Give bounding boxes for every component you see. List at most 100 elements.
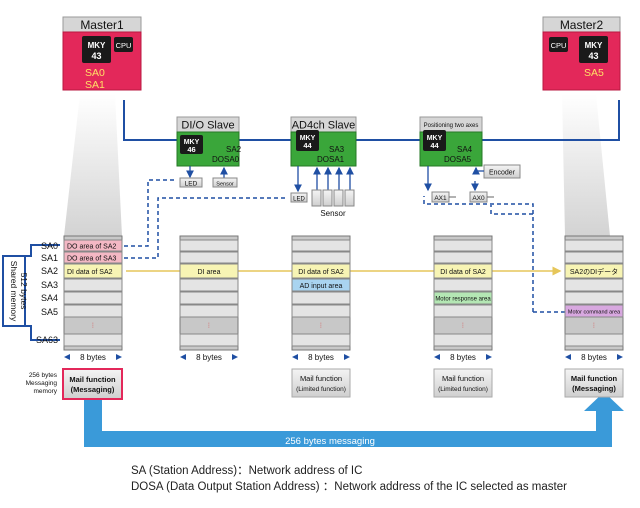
svg-text:Mail function: Mail function xyxy=(571,374,618,383)
bytes-labels: 8 bytes 8 bytes 8 bytes 8 bytes 8 bytes xyxy=(80,353,607,362)
ad-chip-number: 44 xyxy=(303,141,312,150)
sa-label: SA3 xyxy=(41,280,58,290)
ad-sa: SA3 xyxy=(329,145,345,154)
pos-dosa: DOSA5 xyxy=(444,155,472,164)
memory-row-label: Motor response area xyxy=(435,297,491,303)
dio-sa: SA2 xyxy=(226,145,242,154)
memory-row-label: DI data of SA2 xyxy=(440,269,486,276)
svg-text:Mail function: Mail function xyxy=(300,374,342,383)
messaging-memory-label: 256 bytes Messaging memory xyxy=(26,372,58,395)
ad-sensor: Sensor xyxy=(320,209,346,218)
svg-text:⋮: ⋮ xyxy=(318,322,324,329)
memory-row-label: DI data of SA2 xyxy=(67,269,113,276)
shared-memory-bracket: Shared memory 512 bytes xyxy=(2,244,60,341)
memory-row-label: SA2のDIデータ xyxy=(570,267,618,276)
dio-slave-title: DI/O Slave xyxy=(181,120,234,132)
master1-sa0: SA0 xyxy=(85,67,105,79)
ad-led: LED xyxy=(293,197,305,203)
master1-title: Master1 xyxy=(80,18,124,32)
dio-dosa: DOSA0 xyxy=(212,155,240,164)
svg-text:(Messaging): (Messaging) xyxy=(71,385,115,394)
master2-chip-name: MKY xyxy=(585,41,603,50)
ad-chip-name: MKY xyxy=(300,135,316,142)
master2-sa5: SA5 xyxy=(584,67,604,79)
bytes-label: 8 bytes xyxy=(308,353,334,362)
bytes-label: 8 bytes xyxy=(450,353,476,362)
svg-text:Mail function: Mail function xyxy=(69,375,116,384)
master2-node: Master2 CPU MKY 43 SA5 xyxy=(542,16,621,91)
master1-cpu: CPU xyxy=(116,41,132,50)
memory-row-label: DO area of SA2 xyxy=(67,244,117,251)
sa-label: SA4 xyxy=(41,293,58,303)
dio-chip-number: 46 xyxy=(187,145,195,154)
pos-slave-title: Positioning two axes xyxy=(424,123,479,129)
messaging-arrow-label: 256 bytes messaging xyxy=(285,436,375,447)
mail-box-master1: Mail function (Messaging) xyxy=(62,368,123,400)
sa-label: SA2 xyxy=(41,266,58,276)
memory-column-ad: DI data of SA2 AD input area ⋮ xyxy=(291,235,351,351)
master1-node: Master1 MKY 43 CPU SA0 SA1 xyxy=(62,16,142,91)
sa-label: SA63 xyxy=(36,335,58,345)
sa-address-labels: SA0 SA1 SA2 SA3 SA4 SA5 SA63 xyxy=(36,241,58,345)
svg-text:Mail function: Mail function xyxy=(442,374,484,383)
pos-sa: SA4 xyxy=(457,145,473,154)
master1-chip-number: 43 xyxy=(91,51,101,61)
svg-text:(Limited function): (Limited function) xyxy=(296,386,346,393)
master2-chip-number: 43 xyxy=(588,51,598,61)
memory-column-pos: DI data of SA2 Motor response area ⋮ xyxy=(433,235,493,351)
master2-projection xyxy=(562,94,610,236)
svg-text:(Messaging): (Messaging) xyxy=(572,384,616,393)
dio-chip-name: MKY xyxy=(184,139,200,146)
svg-text:memory: memory xyxy=(34,388,58,395)
bytes-arrows xyxy=(64,354,623,360)
master1-chip-name: MKY xyxy=(88,41,106,50)
memory-column-master2: SA2のDIデータ Motor command area ⋮ xyxy=(564,235,624,351)
svg-text:⋮: ⋮ xyxy=(591,322,597,329)
master2-cpu: CPU xyxy=(551,41,567,50)
pos-chip-number: 44 xyxy=(430,141,439,150)
ad-dosa: DOSA1 xyxy=(317,155,345,164)
pos-ax1: AX1 xyxy=(434,195,447,202)
memory-column-dio: DI area ⋮ xyxy=(179,235,239,351)
pos-ax0: AX0 xyxy=(472,195,485,202)
dio-sensor: Sensor xyxy=(216,182,234,188)
do-dashed-lines xyxy=(124,179,565,313)
pos-encoder: Encoder xyxy=(489,170,516,177)
legend-sa: SA (Station Address)：Network address of … xyxy=(131,465,363,477)
pos-chip-name: MKY xyxy=(427,135,443,142)
legend-dosa: DOSA (Data Output Station Address) ：Netw… xyxy=(131,481,567,493)
bytes-label: 8 bytes xyxy=(196,353,222,362)
ad-slave-node: AD4ch Slave MKY 44 SA3 DOSA1 LED Sensor xyxy=(290,116,357,218)
mail-box-dio: Mail function (Limited function) xyxy=(291,368,351,398)
memory-row-label: DO area of SA3 xyxy=(67,256,117,263)
memory-row-label: DI area xyxy=(198,269,221,276)
shared-memory-label: Shared memory xyxy=(9,261,19,322)
svg-text:Messaging: Messaging xyxy=(26,380,58,387)
master1-projection xyxy=(64,94,122,236)
messaging-arrow: 256 bytes messaging xyxy=(84,392,624,447)
mail-box-master2: Mail function (Messaging) xyxy=(564,368,624,398)
sa-label: SA5 xyxy=(41,307,58,317)
dio-led: LED xyxy=(185,181,198,188)
svg-text:⋮: ⋮ xyxy=(460,322,466,329)
ad-slave-title: AD4ch Slave xyxy=(292,120,356,132)
bytes-label: 8 bytes xyxy=(581,353,607,362)
svg-text:⋮: ⋮ xyxy=(90,322,96,329)
pos-slave-node: Positioning two axes MKY 44 SA4 DOSA5 En… xyxy=(419,116,521,203)
memory-row-label: Motor command area xyxy=(568,310,621,316)
mail-box-pos: Mail function (Limited function) xyxy=(433,368,493,398)
shared-memory-size: 512 bytes xyxy=(19,273,29,310)
svg-text:256 bytes: 256 bytes xyxy=(29,372,58,379)
sa-label: SA0 xyxy=(41,241,58,251)
memory-column-master1: DO area of SA2 DO area of SA3 DI data of… xyxy=(63,235,123,351)
master2-title: Master2 xyxy=(560,18,604,32)
svg-text:⋮: ⋮ xyxy=(206,322,212,329)
svg-text:(Limited function): (Limited function) xyxy=(438,386,488,393)
dio-slave-node: DI/O Slave MKY 46 SA2 DOSA0 LED Sensor xyxy=(176,116,242,188)
sa-label: SA1 xyxy=(41,253,58,263)
master1-sa1: SA1 xyxy=(85,79,105,91)
bytes-label: 8 bytes xyxy=(80,353,106,362)
memory-row-label: AD input area xyxy=(300,283,343,290)
memory-row-label: DI data of SA2 xyxy=(298,269,344,276)
